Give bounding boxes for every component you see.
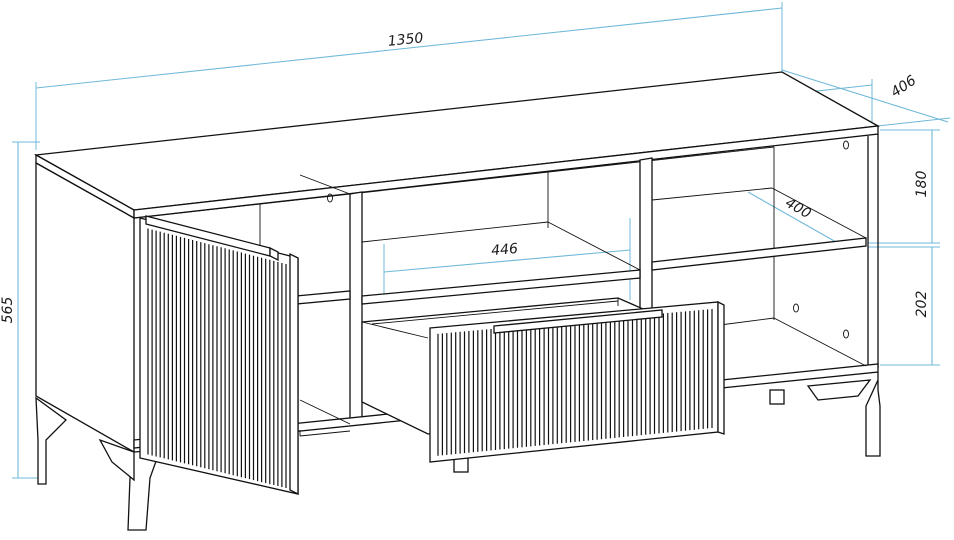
leg-back-left <box>35 396 67 485</box>
label-drawer-width: 446 <box>491 241 519 259</box>
back-top-edge <box>133 146 775 219</box>
dim-line-depth <box>781 69 949 123</box>
door-flutes <box>147 228 287 488</box>
right-upper-shelf <box>651 237 867 271</box>
drawer-handle <box>493 309 663 334</box>
mounting-hole <box>843 329 849 339</box>
label-depth: 406 <box>888 73 919 101</box>
mounting-hole <box>327 193 333 203</box>
label-overall-height: 565 <box>0 297 16 324</box>
label-overall-width: 1350 <box>387 30 424 50</box>
open-drawer <box>361 297 725 463</box>
dim-line-drawer-width <box>383 249 631 273</box>
mounting-hole <box>843 140 849 150</box>
legs <box>35 372 881 531</box>
leg-front-right <box>865 372 881 457</box>
foot-back-right <box>769 389 785 405</box>
drawer-foot <box>453 457 469 473</box>
left-shelf <box>295 290 351 305</box>
mounting-hole <box>793 303 799 313</box>
divider-left <box>349 191 363 425</box>
dim-line-overall-width <box>35 7 783 89</box>
middle-shelf <box>361 269 641 305</box>
open-door <box>139 215 299 496</box>
dim-line-shelf-depth <box>747 191 837 243</box>
label-shelf-depth: 400 <box>782 195 813 222</box>
drawer-flutes <box>437 309 713 456</box>
label-upper-shelf: 180 <box>914 171 930 198</box>
label-lower-shelf: 202 <box>914 291 930 318</box>
